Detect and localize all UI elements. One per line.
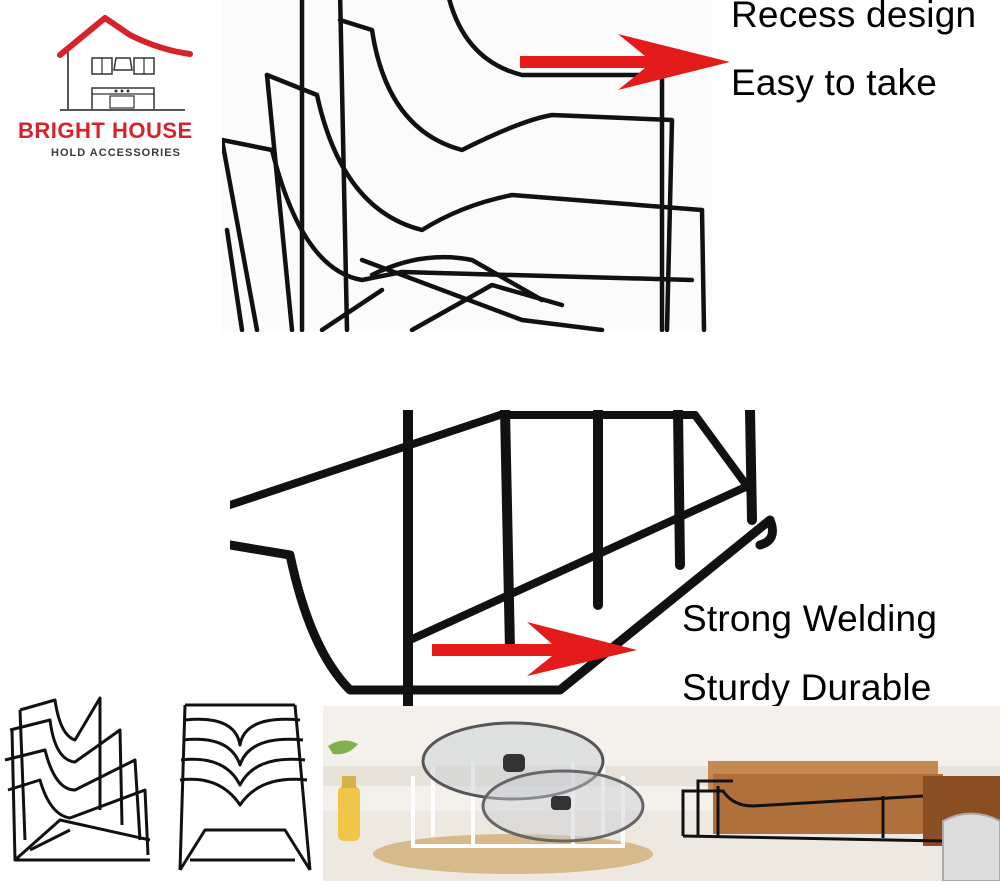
wire-rack-weld-drawing [230,410,777,710]
brand-name: BRIGHT HOUSE [18,118,193,143]
strong-welding-title: Strong Welding [682,598,938,639]
front-rack-drawing [178,703,312,871]
angled-rack-drawing [4,696,151,862]
welding-closeup-image [230,410,780,710]
kitchen-lifestyle-image [323,706,1000,881]
red-arrow-icon [520,34,730,90]
red-arrow-icon [432,622,637,676]
rack-front-product-image [165,690,325,881]
easy-to-take-subtitle: Easy to take [731,62,938,103]
wire-rack-top-drawing [222,0,707,332]
sturdy-durable-subtitle: Sturdy Durable [682,667,932,708]
recess-design-title: Recess design [731,0,977,35]
house-kitchen-logo-icon [57,15,193,111]
brand-logo: BRIGHT HOUSE HOLD ACCESSORIES [0,0,230,170]
brand-tagline: HOLD ACCESSORIES [51,147,181,159]
kitchen-scene-drawing [323,706,1000,881]
recess-closeup-image [222,0,712,332]
rack-angled-product-image [0,690,160,881]
